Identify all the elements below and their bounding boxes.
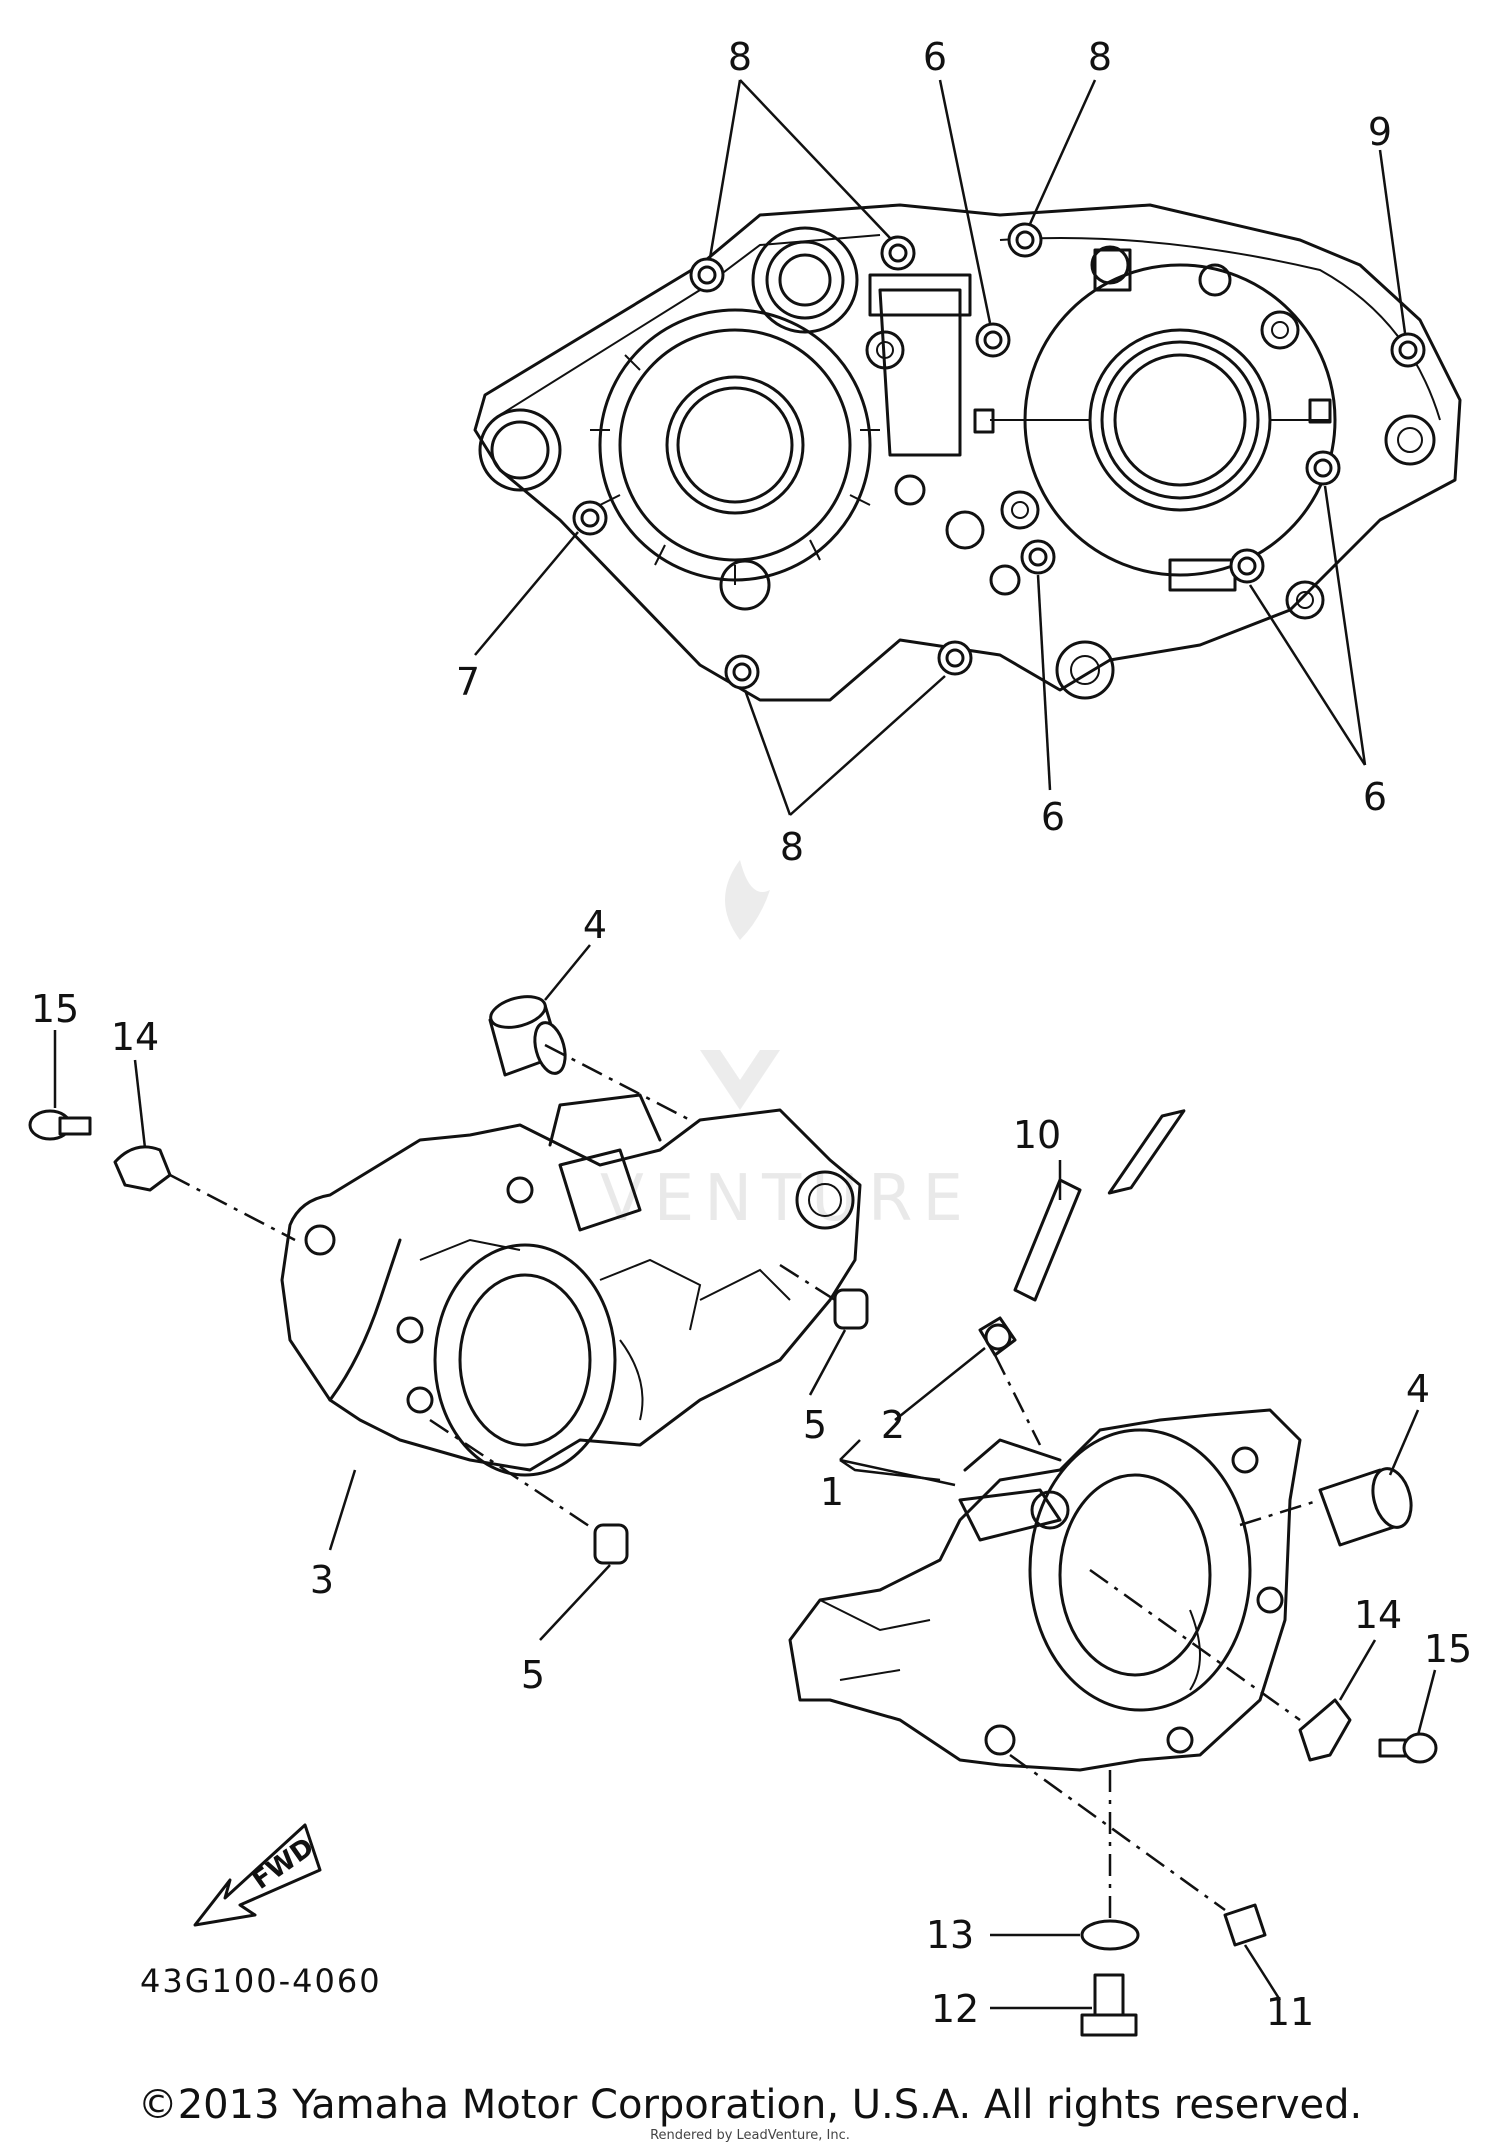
part-11-plug xyxy=(1223,1903,1267,1947)
callout-1: 1 xyxy=(820,1470,844,1514)
callout-15: 15 xyxy=(1424,1627,1472,1671)
callout-8: 8 xyxy=(728,35,752,79)
copyright-notice: ©2013 Yamaha Motor Corporation, U.S.A. A… xyxy=(137,2082,1363,2128)
diagram-code: 43G100-4060 xyxy=(140,1962,382,2000)
watermark-logo: VENTURE xyxy=(600,860,973,1236)
callout-7: 7 xyxy=(456,660,480,704)
crankcase-top-view xyxy=(473,203,1462,702)
callout-5: 5 xyxy=(803,1403,827,1447)
watermark-text: VENTURE xyxy=(600,1162,973,1236)
bottom-leader-lines xyxy=(53,944,1437,2010)
crankcase-left-half xyxy=(280,1093,862,1477)
callout-14: 14 xyxy=(111,1015,159,1059)
callout-9: 9 xyxy=(1368,110,1392,154)
callout-10: 10 xyxy=(1013,1113,1061,1157)
callout-11: 11 xyxy=(1266,1990,1314,2034)
callout-3: 3 xyxy=(310,1558,334,1602)
callout-6: 6 xyxy=(923,35,947,79)
part-10-pipe xyxy=(1013,1109,1186,1302)
callout-12: 12 xyxy=(931,1987,979,2031)
callout-2: 2 xyxy=(881,1403,905,1447)
callout-6: 6 xyxy=(1041,795,1065,839)
callout-14: 14 xyxy=(1354,1593,1402,1637)
callout-5: 5 xyxy=(521,1653,545,1697)
callout-13: 13 xyxy=(926,1913,974,1957)
part-4-bearing-left xyxy=(488,995,567,1077)
part-14-clamp-right xyxy=(1298,1698,1352,1762)
assembly-axis-lines xyxy=(169,1043,1321,1920)
callout-labels: 8 6 8 9 7 6 6 8 4 15 14 10 5 2 4 1 3 5 1… xyxy=(31,35,1472,2034)
fwd-arrow-icon: FWD xyxy=(193,1823,322,1927)
callout-8: 8 xyxy=(780,825,804,869)
part-15-bolt-left xyxy=(28,1109,92,1141)
part-5-dowel-lower xyxy=(593,1523,629,1565)
part-12-drain-bolt xyxy=(1080,1973,1138,2037)
part-2-fitting xyxy=(978,1316,1017,1357)
callout-6: 6 xyxy=(1363,775,1387,819)
callout-4: 4 xyxy=(583,903,607,947)
rendered-by-credit: Rendered by LeadVenture, Inc. xyxy=(650,2128,850,2143)
crankcase-right-half xyxy=(788,1408,1302,1772)
part-13-washer xyxy=(1080,1919,1140,1951)
part-15-bolt-right xyxy=(1378,1732,1438,1764)
callout-4: 4 xyxy=(1406,1367,1430,1411)
part-5-dowel-upper xyxy=(833,1288,869,1330)
part-4-bearing-right xyxy=(1318,1467,1413,1547)
part-14-clamp-left xyxy=(113,1145,172,1192)
callout-8: 8 xyxy=(1088,35,1112,79)
top-leader-lines xyxy=(474,79,1407,816)
callout-15: 15 xyxy=(31,987,79,1031)
